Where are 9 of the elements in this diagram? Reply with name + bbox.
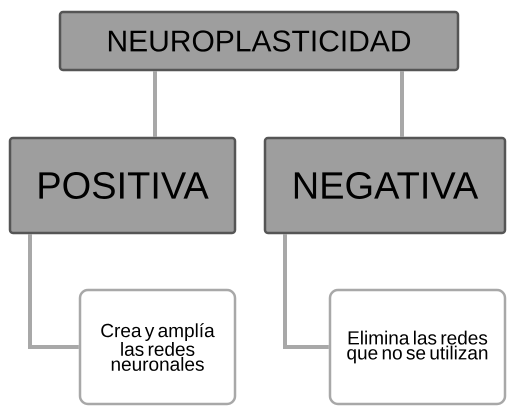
description-box: Elimina las redes que no se utilizan (328, 288, 506, 406)
category-box: POSITIVA (8, 136, 236, 234)
connector-line (153, 71, 157, 137)
connector-line (283, 234, 329, 349)
category-box: NEGATIVA (264, 136, 506, 234)
connector-line (400, 71, 404, 137)
title-box: NEUROPLASTICIDAD (58, 10, 460, 72)
description-box: Crea y amplía las redes neuronales (78, 288, 236, 406)
connector-line (28, 234, 79, 349)
